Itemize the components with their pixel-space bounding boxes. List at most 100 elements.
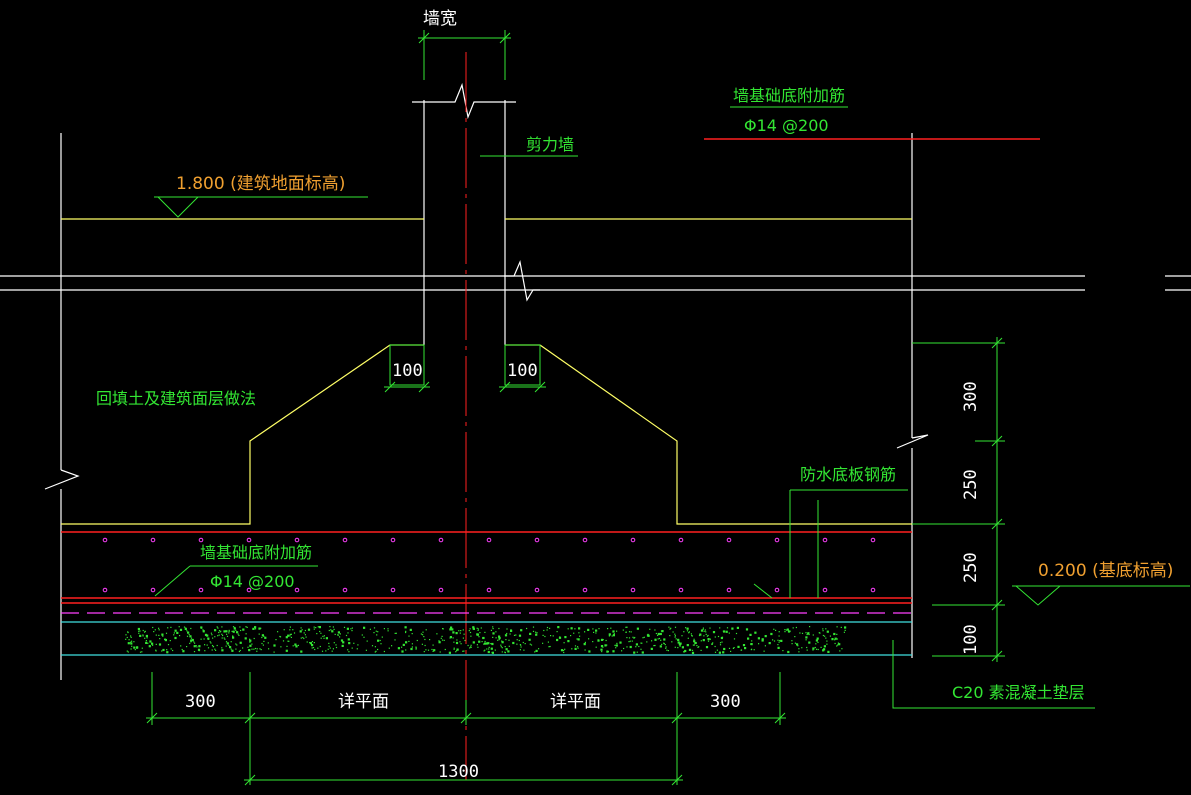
hatch-speck <box>248 649 251 652</box>
hatch-speck <box>126 650 128 652</box>
hatch-speck <box>823 645 826 648</box>
hatch-speck <box>787 650 790 654</box>
hatch-speck <box>307 628 311 631</box>
hatch-speck <box>253 637 255 640</box>
rebar-dot <box>486 537 492 543</box>
hatch-speck <box>516 643 518 645</box>
hatch-speck <box>797 645 799 647</box>
hatch-speck <box>223 637 225 639</box>
hatch-speck <box>459 632 461 634</box>
hatch-speck <box>674 633 676 635</box>
hatch-speck <box>552 635 554 637</box>
hatch-speck <box>513 634 516 636</box>
hatch-speck <box>522 641 524 644</box>
bottom-rebar-spec: Φ14 @200 <box>210 572 295 591</box>
hatch-speck <box>217 627 219 629</box>
hatch-speck <box>839 650 841 652</box>
hatch-speck <box>330 629 332 631</box>
hatch-speck <box>798 648 800 650</box>
hatch-speck <box>549 645 551 648</box>
hatch-speck <box>405 641 408 644</box>
hatch-speck <box>332 626 334 628</box>
hatch-speck <box>388 647 390 649</box>
hatch-speck <box>619 642 621 644</box>
hatch-speck <box>683 651 685 653</box>
hatch-speck <box>225 641 228 643</box>
hatch-speck <box>136 646 138 648</box>
hatch-speck <box>203 631 205 633</box>
hatch-speck <box>152 626 154 629</box>
hatch-speck <box>530 644 533 646</box>
hatch-speck <box>528 638 531 641</box>
hatch-speck <box>661 643 663 645</box>
hatch-speck <box>536 632 538 634</box>
hatch-speck <box>688 632 690 634</box>
foundation-outline <box>61 218 912 525</box>
hatch-speck <box>342 641 345 644</box>
hatch-speck <box>347 638 350 641</box>
hatch-speck <box>510 629 512 632</box>
hatch-speck <box>798 651 800 653</box>
hatch-speck <box>221 649 224 652</box>
hatch-speck <box>252 627 255 630</box>
hatch-speck <box>405 630 407 632</box>
hatch-speck <box>693 638 695 640</box>
hatch-speck <box>340 639 344 642</box>
hatch-speck <box>500 644 502 646</box>
hatch-speck <box>480 627 482 629</box>
hatch-speck <box>735 632 738 635</box>
hatch-speck <box>625 626 627 628</box>
hatch-speck <box>815 639 818 642</box>
hatch-speck <box>497 639 499 641</box>
hatch-speck <box>320 632 322 634</box>
hatch-speck <box>215 649 217 651</box>
hatch-speck <box>844 626 847 629</box>
hatch-speck <box>532 626 535 628</box>
hatch-speck <box>801 632 804 634</box>
hatch-speck <box>685 627 687 629</box>
hatch-speck <box>420 633 422 635</box>
hatch-speck <box>442 628 444 630</box>
hatch-speck <box>484 640 486 643</box>
hatch-speck <box>705 646 709 649</box>
hatch-speck <box>491 651 493 654</box>
hatch-speck <box>394 639 396 641</box>
hatch-speck <box>141 651 143 653</box>
hatch-speck <box>495 637 497 639</box>
hatch-speck <box>490 647 493 650</box>
hatch-speck <box>472 641 475 644</box>
hatch-speck <box>780 639 783 642</box>
hatch-speck <box>598 628 600 630</box>
hatch-speck <box>747 637 750 640</box>
hatch-speck <box>462 629 464 631</box>
hatch-speck <box>363 636 365 638</box>
hatch-speck <box>277 631 279 633</box>
hatch-speck <box>329 647 331 649</box>
hatch-speck <box>507 650 510 653</box>
hatch-speck <box>164 639 167 642</box>
hatch-speck <box>361 634 363 636</box>
hatch-speck <box>387 630 389 632</box>
hatch-speck <box>142 629 144 632</box>
rebar-dot <box>438 537 444 543</box>
hatch-speck <box>225 645 227 647</box>
hatch-speck <box>226 633 228 635</box>
hatch-speck <box>626 626 628 628</box>
hatch-speck <box>723 647 726 651</box>
hatch-speck <box>333 628 335 630</box>
hatch-speck <box>432 644 434 646</box>
hatch-speck <box>806 649 808 651</box>
rebar-dot <box>294 537 300 543</box>
hatch-speck <box>773 628 775 630</box>
dim-bottom-detail-left: 详平面 <box>338 692 389 712</box>
hatch-speck <box>431 648 433 651</box>
rebar-dot <box>246 537 252 543</box>
hatch-speck <box>728 632 730 634</box>
hatch-speck <box>178 626 180 628</box>
hatch-speck <box>744 647 747 650</box>
hatch-speck <box>606 650 609 653</box>
hatch-speck <box>183 626 186 628</box>
hatch-speck <box>750 649 752 651</box>
hatch-speck <box>224 638 226 640</box>
hatch-speck <box>193 651 196 653</box>
